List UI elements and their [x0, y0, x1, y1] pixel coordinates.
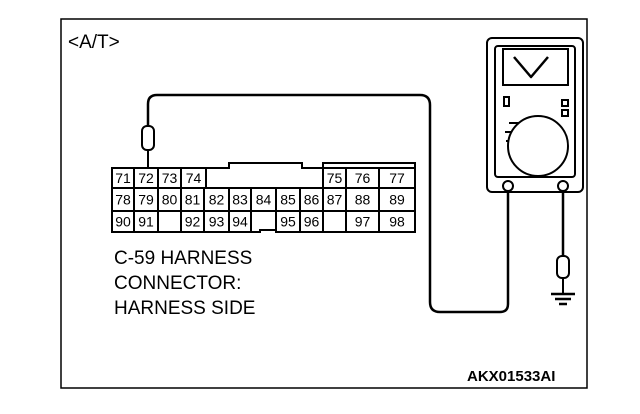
ground-probe-icon	[551, 255, 575, 306]
multimeter-display	[502, 48, 569, 86]
connector-pin-81: 81	[185, 192, 201, 208]
connector-pin-92: 92	[185, 214, 201, 230]
connector-pin-cell	[378, 210, 416, 233]
connector-pin-96: 96	[304, 214, 320, 230]
connector-pin-87: 87	[327, 192, 343, 208]
connector-pin-75: 75	[327, 170, 343, 186]
meter-terminal-negative[interactable]	[557, 180, 569, 192]
connector-pin-82: 82	[209, 192, 225, 208]
multimeter	[486, 37, 584, 193]
connector-pin-80: 80	[162, 192, 178, 208]
connector-pin-74: 74	[186, 170, 202, 186]
connector-pin-73: 73	[162, 170, 178, 186]
diagram-frame	[60, 18, 588, 389]
transmission-type-label: <A/T>	[68, 32, 120, 53]
connector-pin-cell	[133, 210, 159, 233]
connector-pin-83: 83	[232, 192, 248, 208]
connector-pin-cell	[299, 210, 324, 233]
connector-pins: 71 72 73 74 75 76 77 78 79 80 81 82 83 84 85 86 87 88 89 90…	[111, 167, 416, 233]
selector-dial[interactable]	[507, 115, 569, 177]
meter-terminal-positive[interactable]	[502, 180, 514, 192]
connector-pin-98: 98	[389, 214, 405, 230]
connector-pin-86: 86	[304, 192, 320, 208]
connector-pin-cell	[228, 210, 252, 233]
connector-pin-84: 84	[256, 192, 272, 208]
connector-pin-90: 90	[115, 214, 131, 230]
connector-pin-78: 78	[115, 192, 131, 208]
connector-pin-94: 94	[232, 214, 248, 230]
connector-pin-88: 88	[355, 192, 371, 208]
test-lead-wire	[146, 93, 510, 314]
connector-label-line-3: HARNESS SIDE	[114, 298, 255, 319]
figure-code: AKX01533AI	[467, 368, 555, 385]
connector-pin-97: 97	[355, 214, 371, 230]
connector-pin-71: 71	[115, 170, 131, 186]
connector-pin-76: 76	[355, 170, 371, 186]
connector-pin-85: 85	[280, 192, 296, 208]
connector-label-line-2: CONNECTOR:	[114, 273, 241, 294]
connector-pin-95: 95	[280, 214, 296, 230]
connector-pin-93: 93	[209, 214, 225, 230]
connector-pin-72: 72	[138, 170, 154, 186]
voltage-symbol-icon	[513, 56, 549, 79]
connector-label-line-1: C-59 HARNESS	[114, 248, 252, 269]
connector-pin-89: 89	[389, 192, 405, 208]
connector-pin-91: 91	[138, 214, 154, 230]
probe-icon	[141, 125, 155, 172]
connector-pin-79: 79	[138, 192, 154, 208]
connector-pin-77: 77	[389, 170, 405, 186]
